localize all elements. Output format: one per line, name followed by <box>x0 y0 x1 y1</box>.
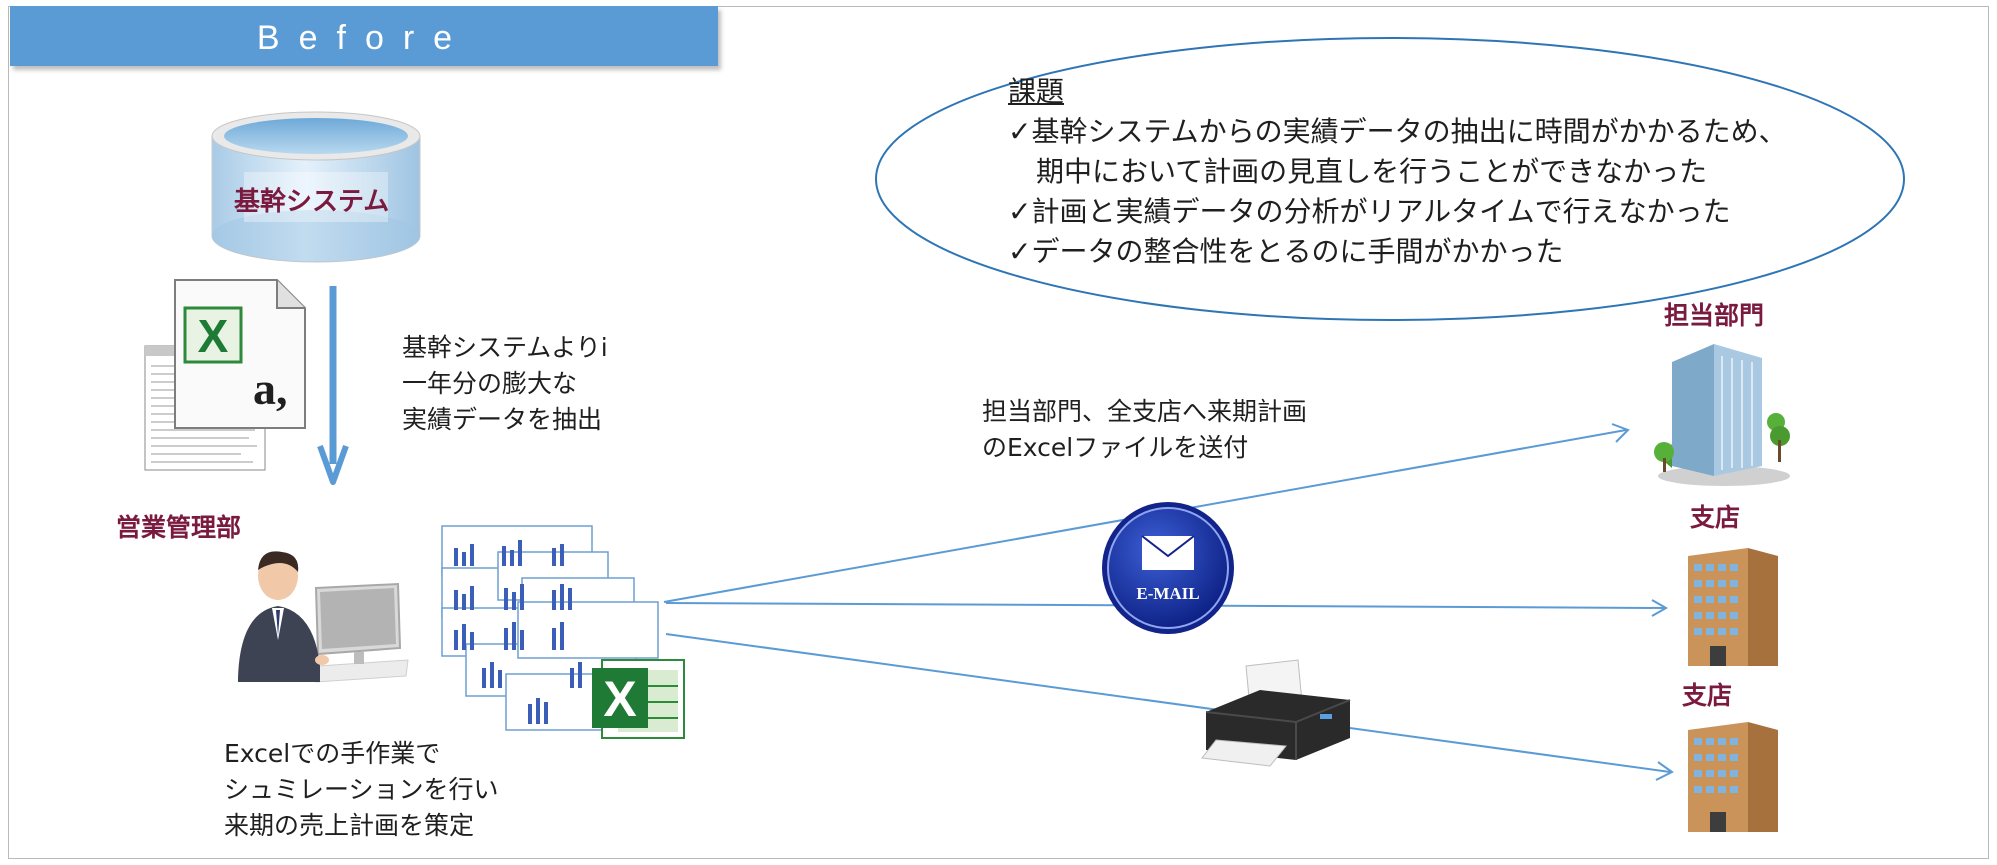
svg-text:X: X <box>603 671 636 727</box>
excel-note-line: 来期の売上計画を策定 <box>224 811 475 840</box>
excel-note: Excelでの手作業で シュミレーションを行い 来期の売上計画を策定 <box>224 736 499 844</box>
extract-note-line: 実績データを抽出 <box>402 405 603 434</box>
email-badge-icon <box>1102 502 1234 634</box>
header-title: Before <box>256 19 472 57</box>
database-label: 基幹システム <box>234 187 390 217</box>
excel-file-icon: X a, <box>144 279 306 471</box>
printer-icon <box>1201 659 1351 767</box>
destination-label-branch-2: 支店 <box>1682 681 1733 710</box>
issue-item: ✓データの整合性をとるのに手間がかかった <box>1008 235 1564 268</box>
arrow-to-branch-2 <box>665 633 1671 773</box>
extract-note-line: 基幹システムよりi <box>402 333 608 362</box>
svg-text:X: X <box>198 310 229 362</box>
svg-text:a,: a, <box>253 363 288 414</box>
office-building-icon <box>1654 344 1790 486</box>
extract-note: 基幹システムよりi 一年分の膨大な 実績データを抽出 <box>402 330 608 438</box>
excel-note-line: シュミレーションを行い <box>224 775 499 804</box>
issues-ellipse <box>875 37 1905 321</box>
issues-list: 課題 ✓基幹システムからの実績データの抽出に時間がかかるため、 期中において計画… <box>1008 72 1787 272</box>
database-icon <box>211 111 421 263</box>
send-note-line: のExcelファイルを送付 <box>982 433 1249 462</box>
send-note-line: 担当部門、全支店へ来期計画 <box>982 397 1308 426</box>
branch-building-icon <box>1688 722 1778 832</box>
excel-report-sheets-icon: X <box>441 525 685 739</box>
diagram-frame <box>8 6 1989 859</box>
header-banner: Before <box>10 6 718 66</box>
issue-item: ✓基幹システムからの実績データの抽出に時間がかかるため、 <box>1008 115 1787 148</box>
issues-title: 課題 <box>1008 75 1065 108</box>
destination-label-branch-1: 支店 <box>1690 503 1741 532</box>
sales-dept-label: 営業管理部 <box>116 513 242 542</box>
send-note: 担当部門、全支店へ来期計画 のExcelファイルを送付 <box>982 394 1307 466</box>
issue-item: ✓計画と実績データの分析がリアルタイムで行えなかった <box>1008 195 1731 228</box>
excel-note-line: Excelでの手作業で <box>224 739 441 768</box>
email-badge-label: E-MAIL <box>1136 584 1200 603</box>
down-arrow <box>317 286 349 485</box>
person-computer-icon <box>238 551 409 683</box>
destination-label-department: 担当部門 <box>1664 301 1765 330</box>
issue-item: 期中において計画の見直しを行うことができなかった <box>1008 155 1708 188</box>
extract-note-line: 一年分の膨大な <box>402 369 578 398</box>
branch-building-icon <box>1688 548 1778 666</box>
